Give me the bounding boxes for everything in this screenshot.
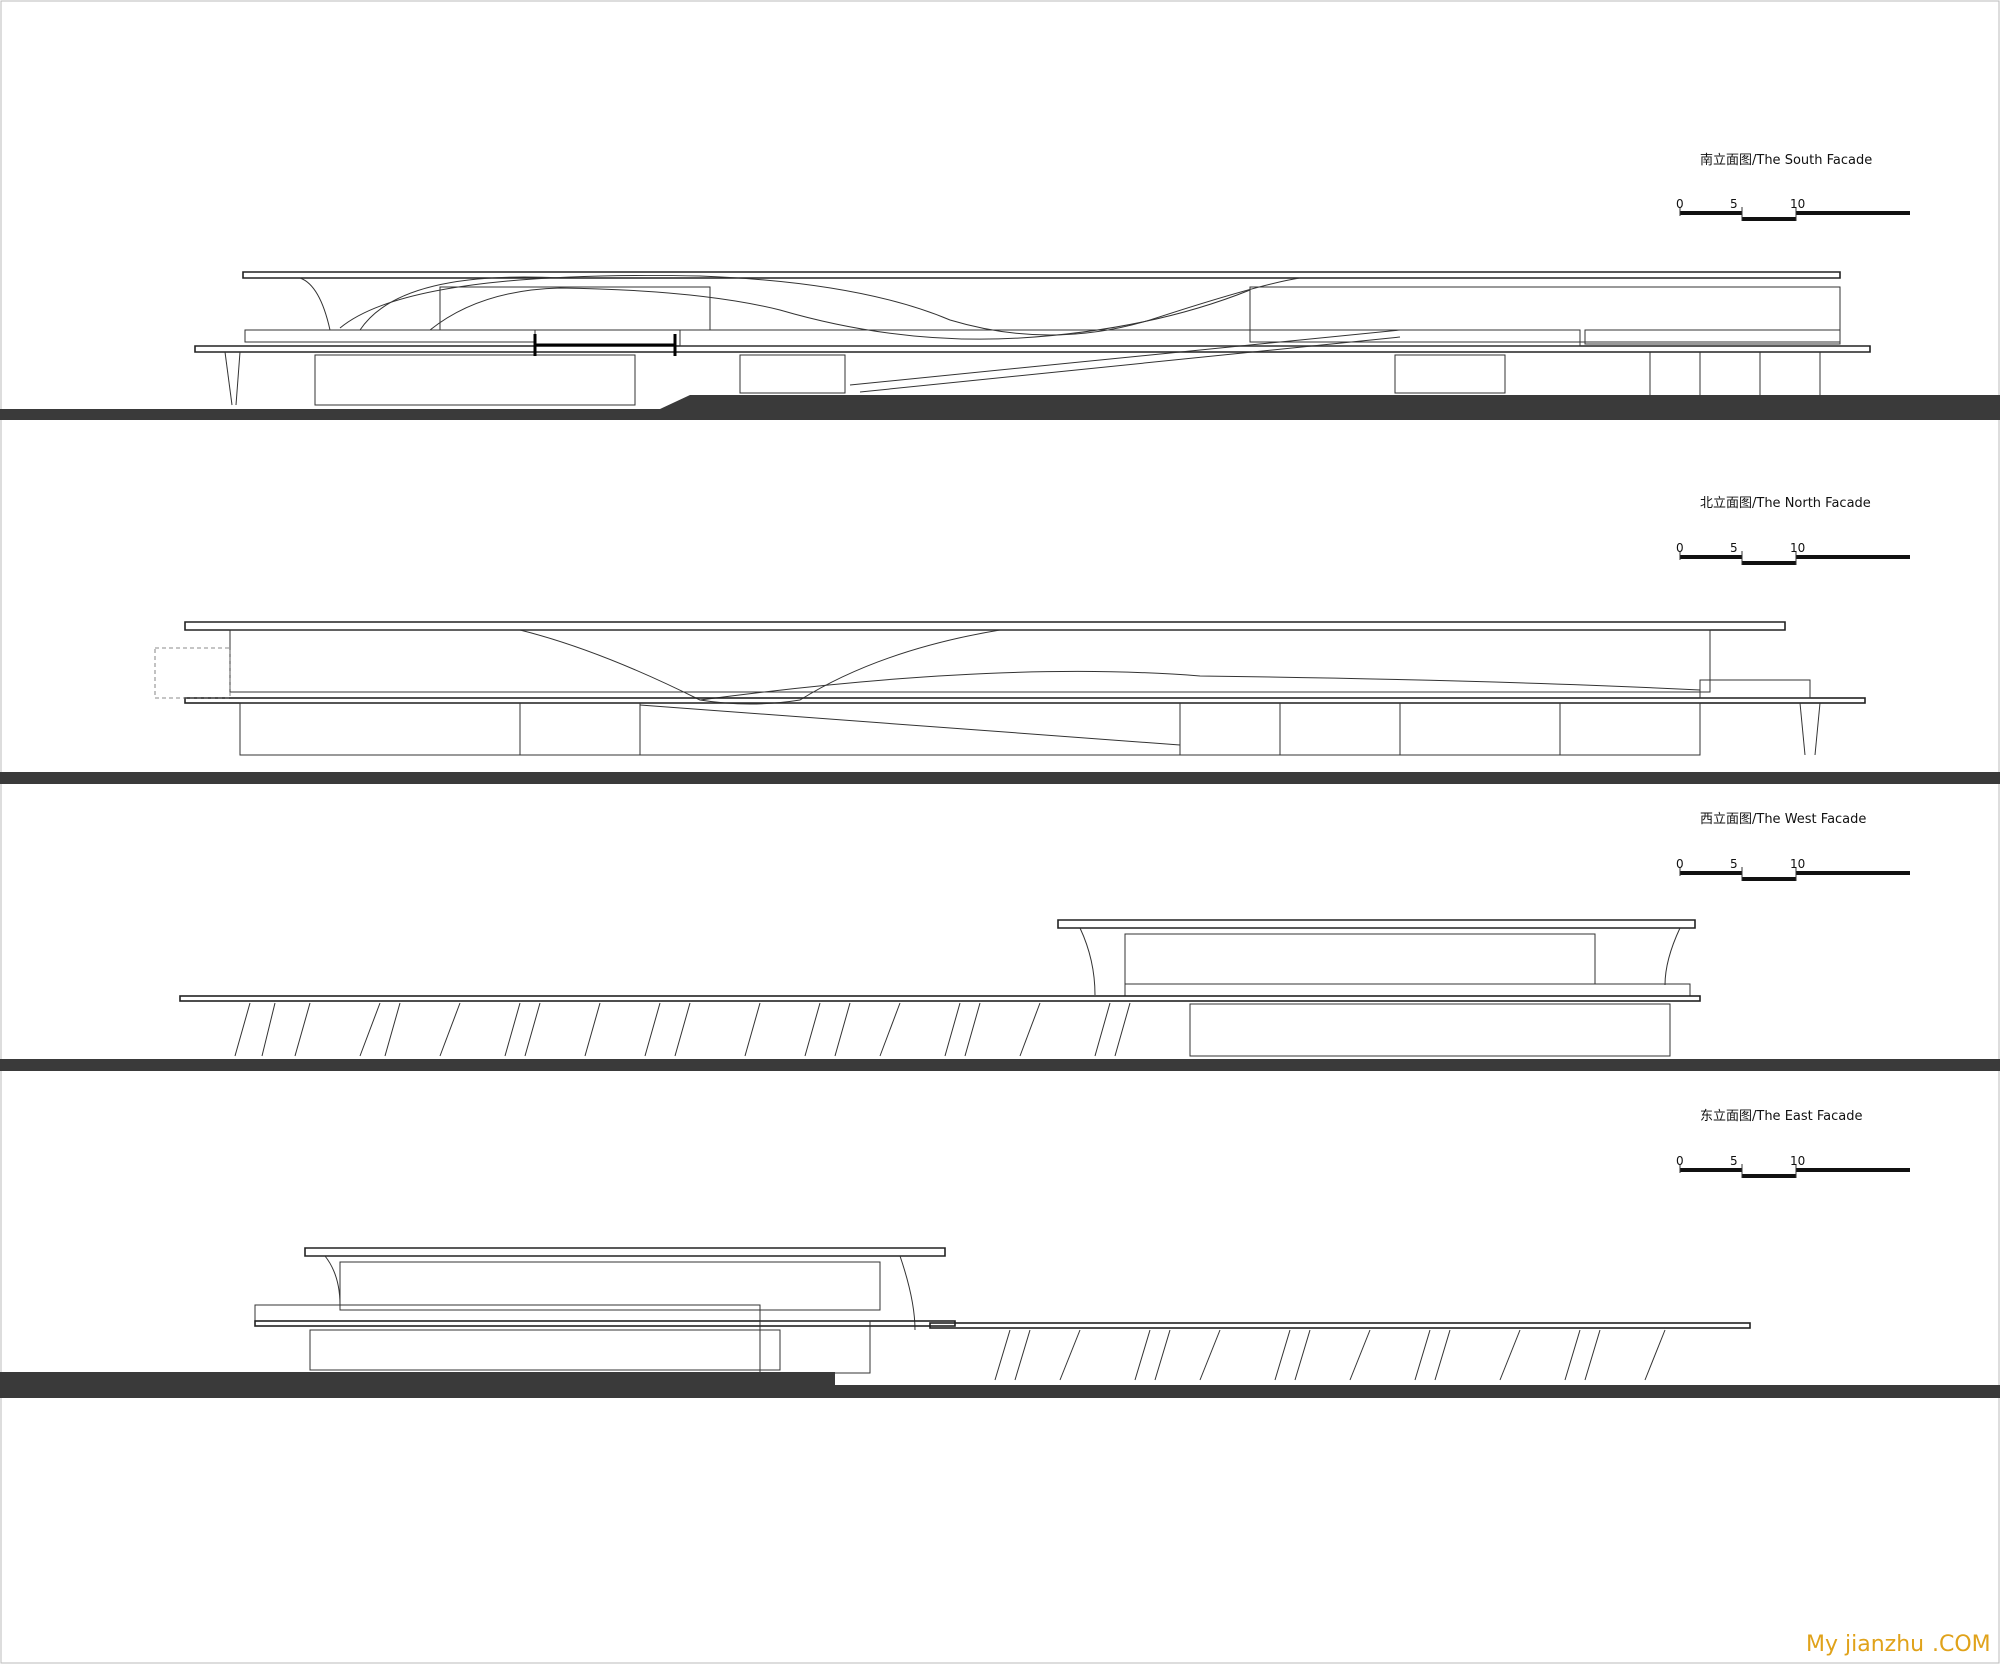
east-scale-tick-0: 0	[1676, 1154, 1684, 1168]
north-scale-bar: 0 5 10	[1676, 541, 1910, 565]
south-building-outline	[194, 271, 1871, 406]
north-scale-tick-5: 5	[1730, 541, 1738, 555]
north-scale-tick-10: 10	[1790, 541, 1805, 555]
west-ground-line	[0, 1059, 2000, 1071]
west-facade-drawing: 西立面图/The West Facade 0 5 10	[0, 812, 2000, 1071]
west-scale-bar: 0 5 10	[1676, 857, 1910, 881]
south-ground-line	[0, 395, 2000, 420]
north-building-outline	[154, 621, 1866, 756]
south-scale-bar: 0 5 10	[1676, 197, 1910, 221]
watermark-left: My jianzhu	[1806, 1632, 1924, 1657]
west-scale-tick-0: 0	[1676, 857, 1684, 871]
north-scale-tick-0: 0	[1676, 541, 1684, 555]
west-scale-tick-10: 10	[1790, 857, 1805, 871]
north-facade-drawing: 北立面图/The North Facade 0 5 10	[0, 496, 2000, 784]
south-facade-drawing: 南立面图/The South Facade 0 5 10	[0, 152, 2000, 420]
south-scale-tick-5: 5	[1730, 197, 1738, 211]
west-building-outline	[179, 919, 1701, 1057]
south-scale-tick-0: 0	[1676, 197, 1684, 211]
east-ground-line	[0, 1372, 2000, 1398]
north-facade-title: 北立面图/The North Facade	[1700, 496, 1871, 511]
east-facade-drawing: 东立面图/The East Facade 0 5 10	[0, 1109, 2000, 1398]
south-facade-title: 南立面图/The South Facade	[1700, 152, 1872, 168]
east-scale-bar: 0 5 10	[1676, 1154, 1910, 1178]
east-scale-tick-5: 5	[1730, 1154, 1738, 1168]
west-facade-title: 西立面图/The West Facade	[1700, 812, 1866, 827]
east-building-outline	[254, 1247, 1751, 1381]
east-facade-title: 东立面图/The East Facade	[1700, 1109, 1863, 1124]
south-scale-tick-10: 10	[1790, 197, 1805, 211]
east-scale-tick-10: 10	[1790, 1154, 1805, 1168]
watermark: My jianzhu .COM	[1806, 1632, 1991, 1657]
watermark-right: .COM	[1932, 1632, 1991, 1657]
north-ground-line	[0, 772, 2000, 784]
west-scale-tick-5: 5	[1730, 857, 1738, 871]
